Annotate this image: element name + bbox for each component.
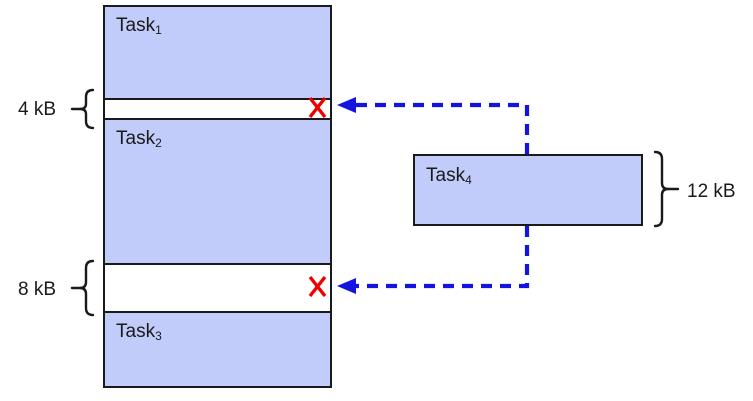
incoming-task4-box — [413, 154, 643, 226]
arrow-task4-to-8kb-hole — [337, 226, 530, 294]
arrow-task4-to-4kb-hole — [337, 97, 530, 154]
memory-block-task2-label: Task2 — [116, 128, 162, 150]
memory-block-task1 — [103, 5, 332, 100]
brace-8kb — [70, 259, 95, 317]
memory-block-task3-label: Task3 — [116, 321, 162, 343]
memory-block-task1-label: Task1 — [116, 15, 162, 37]
brace-12kb — [653, 150, 680, 228]
memory-block-task2 — [103, 118, 332, 265]
memory-hole-4kb — [103, 98, 332, 120]
size-label-12kb: 12 kB — [687, 181, 736, 202]
brace-4kb — [70, 88, 95, 130]
memory-hole-8kb — [103, 263, 332, 313]
incoming-task4-label: Task4 — [426, 165, 472, 187]
memory-block-task3 — [103, 311, 332, 388]
size-label-8kb: 8 kB — [18, 279, 57, 300]
size-label-4kb: 4 kB — [18, 99, 57, 120]
